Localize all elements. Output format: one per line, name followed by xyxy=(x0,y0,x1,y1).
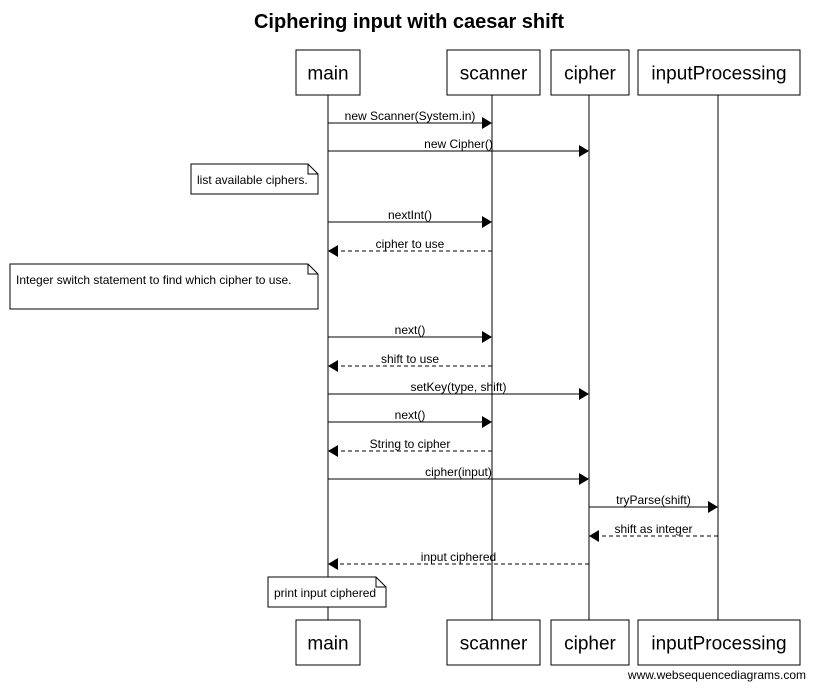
diagram-title: Ciphering input with caesar shift xyxy=(254,11,564,33)
note-text: list available ciphers. xyxy=(197,173,308,187)
participant-label: inputProcessing xyxy=(651,634,786,655)
arrowhead xyxy=(708,501,718,513)
note: Integer switch statement to find which c… xyxy=(9,263,319,310)
message-main-to-cipher: setKey(type, shift) xyxy=(328,380,589,400)
message-main-to-cipher: new Cipher() xyxy=(328,137,589,157)
message-scanner-to-main: shift to use xyxy=(328,352,492,372)
message-label: tryParse(shift) xyxy=(616,493,691,507)
arrowhead xyxy=(589,530,599,542)
arrowhead xyxy=(482,416,492,428)
participant-boxes: main main scanner scanner cipher cipher inputP… xyxy=(295,49,801,666)
participant-cipher-top: cipher xyxy=(550,49,630,96)
message-label: new Scanner(System.in) xyxy=(345,109,476,123)
message-label: shift to use xyxy=(381,352,439,366)
message-scanner-to-main: String to cipher xyxy=(328,437,492,457)
note: list available ciphers. xyxy=(190,163,319,195)
message-label: new Cipher() xyxy=(424,137,493,151)
arrowhead xyxy=(328,558,338,570)
message-label: nextInt() xyxy=(388,208,432,222)
note-text: print input ciphered xyxy=(274,586,376,600)
arrowhead xyxy=(579,388,589,400)
message-cipher-to-inputProcessing: tryParse(shift) xyxy=(589,493,718,513)
message-cipher-to-main: input ciphered xyxy=(328,550,589,570)
participant-label: main xyxy=(307,634,348,655)
participant-inputProcessing-top: inputProcessing xyxy=(637,49,801,96)
note-text: Integer switch statement to find which c… xyxy=(16,273,291,287)
message-inputProcessing-to-cipher: shift as integer xyxy=(589,522,718,542)
participant-label: scanner xyxy=(460,64,528,85)
message-label: next() xyxy=(395,408,426,422)
message-label: cipher(input) xyxy=(425,465,492,479)
arrowhead xyxy=(579,473,589,485)
lifelines xyxy=(327,95,719,620)
arrowhead xyxy=(328,360,338,372)
participant-main-top: main xyxy=(295,49,361,96)
arrowhead xyxy=(328,445,338,457)
arrowhead xyxy=(482,331,492,343)
arrowhead xyxy=(328,245,338,257)
arrowhead xyxy=(482,216,492,228)
message-label: cipher to use xyxy=(376,237,445,251)
message-main-to-scanner: new Scanner(System.in) xyxy=(328,109,492,129)
message-main-to-scanner: next() xyxy=(328,408,492,428)
message-main-to-scanner: nextInt() xyxy=(328,208,492,228)
note: print input ciphered xyxy=(267,576,387,608)
participant-scanner-bottom: scanner xyxy=(446,619,541,666)
message-label: input ciphered xyxy=(421,550,496,564)
participant-label: cipher xyxy=(564,634,616,655)
participant-label: scanner xyxy=(460,634,528,655)
participant-cipher-bottom: cipher xyxy=(550,619,630,666)
footer-credit: www.websequencediagrams.com xyxy=(627,668,806,682)
participant-label: main xyxy=(307,64,348,85)
message-main-to-cipher: cipher(input) xyxy=(328,465,589,485)
participant-label: cipher xyxy=(564,64,616,85)
message-label: shift as integer xyxy=(614,522,692,536)
message-label: String to cipher xyxy=(370,437,451,451)
message-label: next() xyxy=(395,323,426,337)
participant-label: inputProcessing xyxy=(651,64,786,85)
arrowhead xyxy=(482,117,492,129)
events: new Scanner(System.in) new Cipher() list a… xyxy=(9,109,718,608)
participant-main-bottom: main xyxy=(295,619,361,666)
message-scanner-to-main: cipher to use xyxy=(328,237,492,257)
participant-scanner-top: scanner xyxy=(446,49,541,96)
message-label: setKey(type, shift) xyxy=(410,380,506,394)
arrowhead xyxy=(579,145,589,157)
participant-inputProcessing-bottom: inputProcessing xyxy=(637,619,801,666)
message-main-to-scanner: next() xyxy=(328,323,492,343)
